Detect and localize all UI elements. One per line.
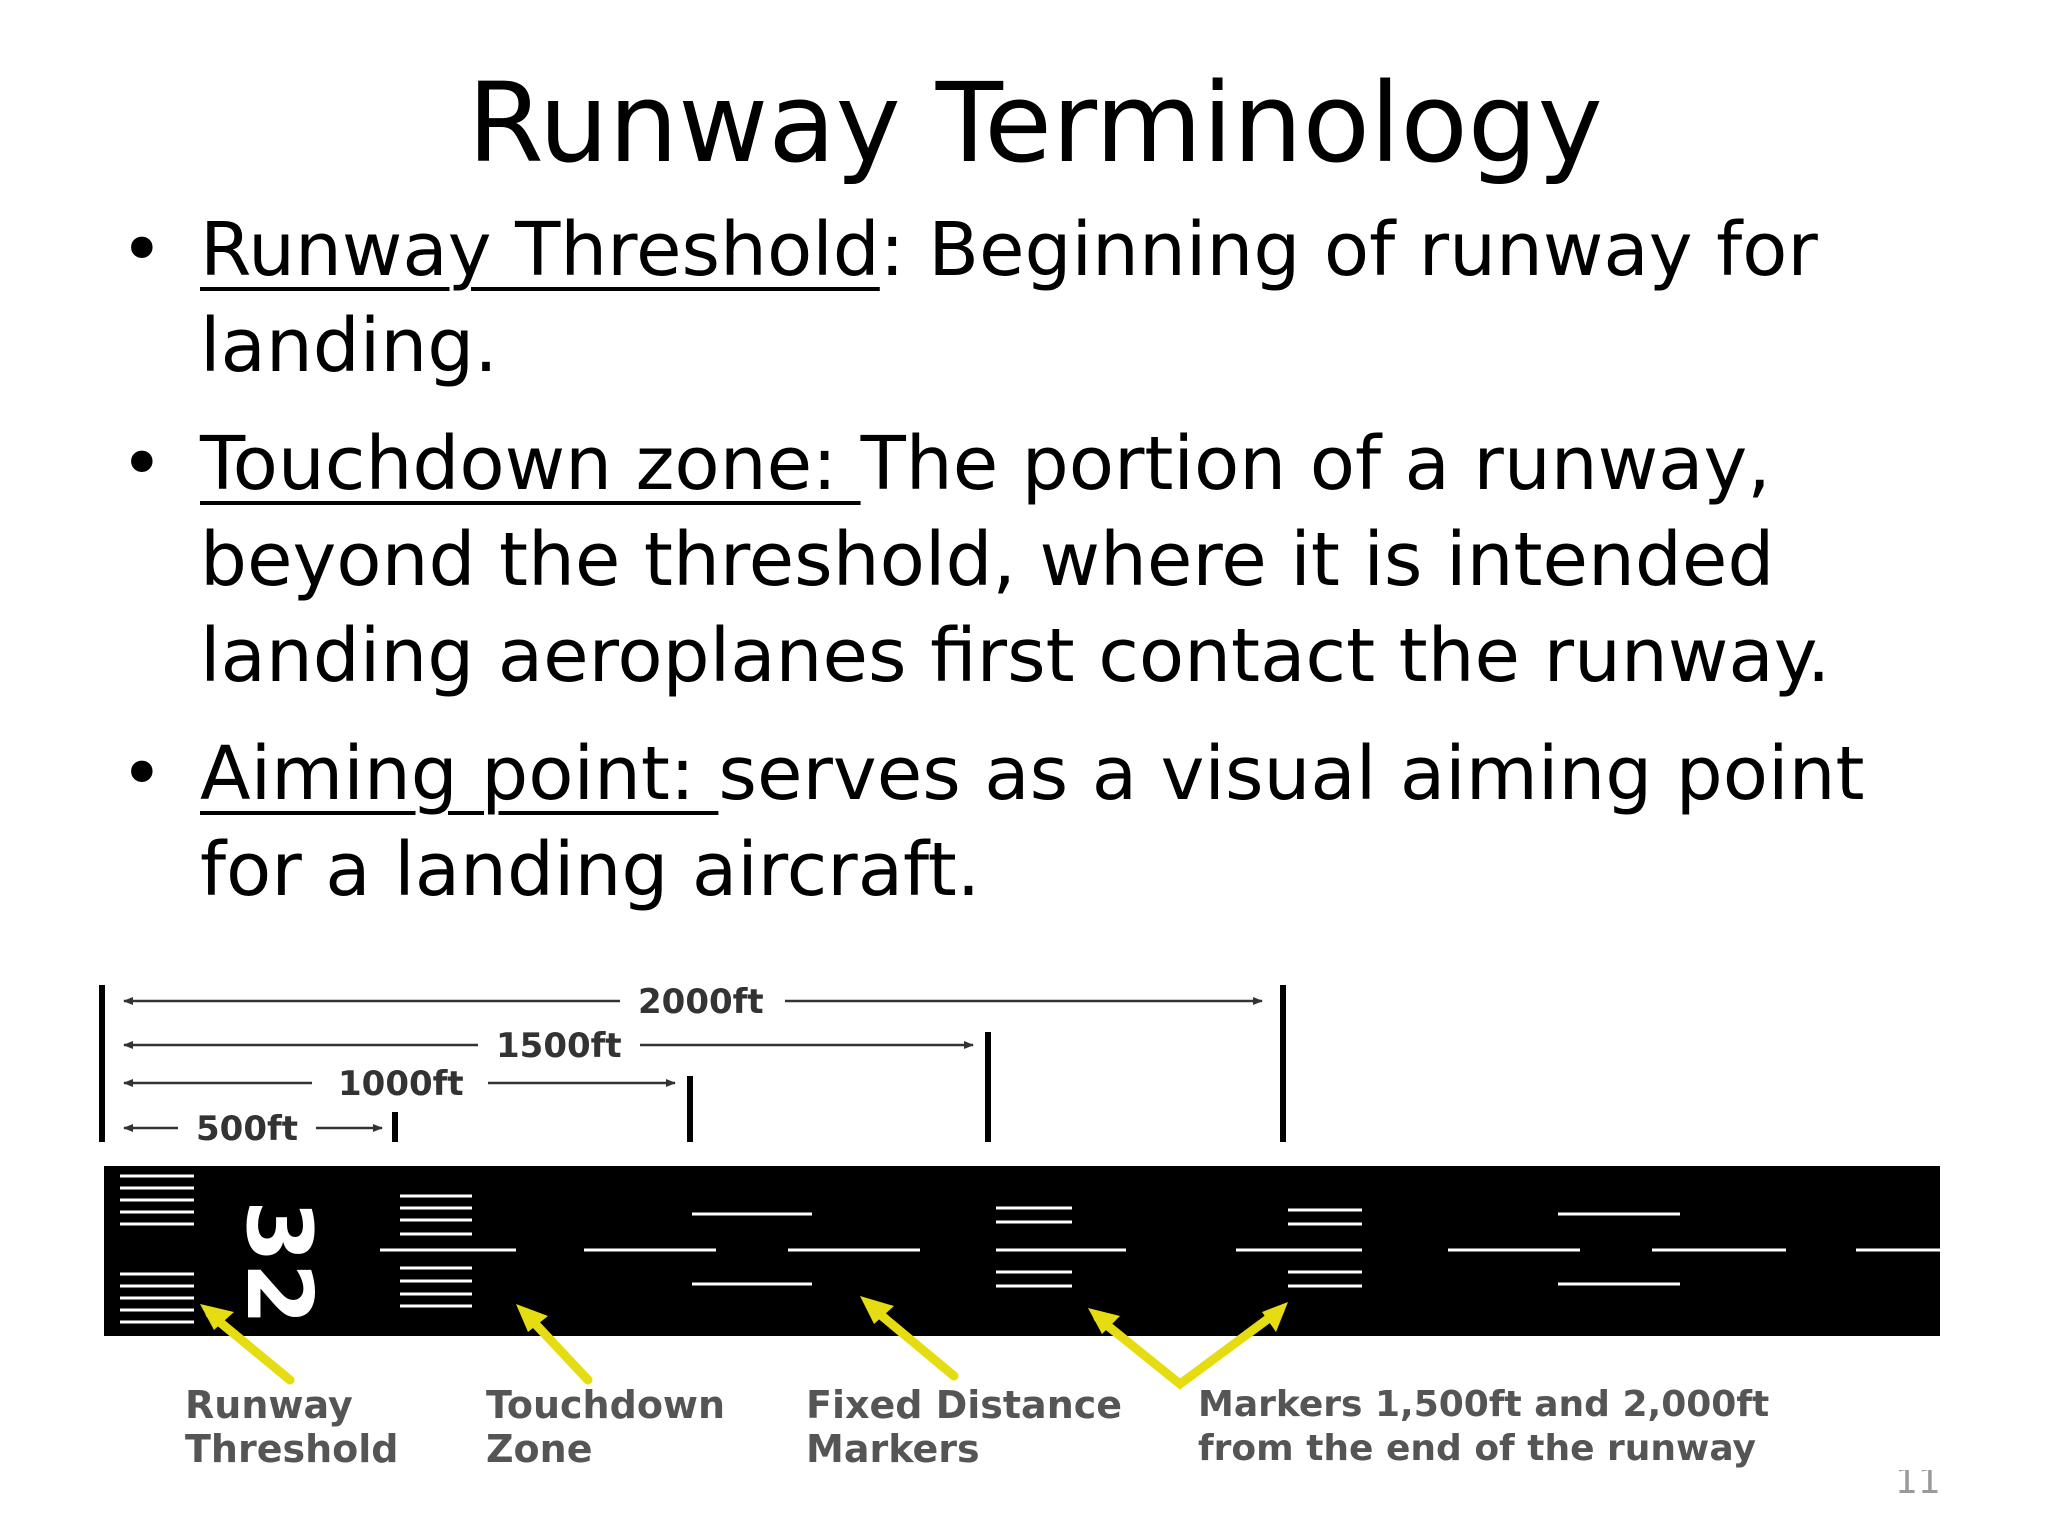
definition-touchdown-zone: The portion of a runway, beyond the thre… [200,421,1831,699]
threshold-markings [120,1174,194,1324]
distance-ticks [99,985,1286,1142]
distance-labels: 2000ft 1500ft 1000ft 500ft [196,982,764,1149]
pointer-fixed-distance-arrow [865,1301,959,1381]
touchdown-zone-markings [400,1194,472,1308]
pointer-head-icon [516,1304,548,1332]
far-markings [1558,1212,1680,1286]
pointer-markers-arrow [1093,1305,1285,1390]
bullet-touchdown-zone: • Touchdown zone: The portion of a runwa… [120,416,1960,704]
label-2000ft: 2000ft [638,982,764,1022]
bullet-runway-threshold: • Runway Threshold: Beginning of runway … [120,202,1960,394]
label-fixed-distance-1: Fixed Distance [806,1383,1122,1427]
pointer-threshold-arrow [205,1309,295,1385]
term-runway-threshold: Runway Threshold [200,207,880,293]
definition-aiming-point: serves as a visual aiming point for a la… [200,731,1865,913]
bullet-aiming-point: • Aiming point: serves as a visual aimin… [120,726,1960,918]
pointer-head-icon [200,1304,234,1330]
definition-runway-threshold: : Beginning of runway for landing. [200,207,1818,389]
distance-arrows [123,997,1263,1132]
label-runway-threshold-1: Runway [185,1383,353,1427]
runway-markings [120,1174,1940,1324]
label-1000ft: 1000ft [338,1064,464,1104]
marking-labels: Runway Threshold Touchdown Zone Fixed Di… [185,1383,1769,1471]
term-touchdown-zone: Touchdown zone: [200,421,861,507]
pointer-head-icon [860,1296,894,1324]
page-number: 11 [1895,1470,1941,1500]
runway-number: 32 [226,1200,331,1325]
label-500ft: 500ft [196,1109,298,1149]
bullet-dot-icon: • [120,421,164,507]
bullet-dot-icon: • [120,207,164,293]
marker-2000ft-markings [1288,1208,1362,1288]
label-runway-threshold-2: Threshold [185,1427,399,1471]
marker-1500ft-markings [996,1206,1072,1288]
label-fixed-distance-2: Markers [806,1427,980,1471]
label-touchdown-zone-2: Zone [486,1427,593,1471]
label-1500ft: 1500ft [496,1026,622,1066]
slide-title: Runway Terminology [467,59,1603,187]
fixed-distance-markings [692,1212,812,1286]
pointer-head-icon [1262,1302,1288,1332]
bullet-dot-icon: • [120,731,164,817]
label-markers-2: from the end of the runway [1198,1428,1756,1469]
pointer-heads [200,1296,1288,1334]
bullet-list: • Runway Threshold: Beginning of runway … [120,202,1960,940]
label-markers-1: Markers 1,500ft and 2,000ft [1198,1384,1769,1425]
term-aiming-point: Aiming point: [200,731,719,817]
pointer-head-icon [1088,1308,1120,1334]
label-touchdown-zone-1: Touchdown [486,1383,725,1427]
